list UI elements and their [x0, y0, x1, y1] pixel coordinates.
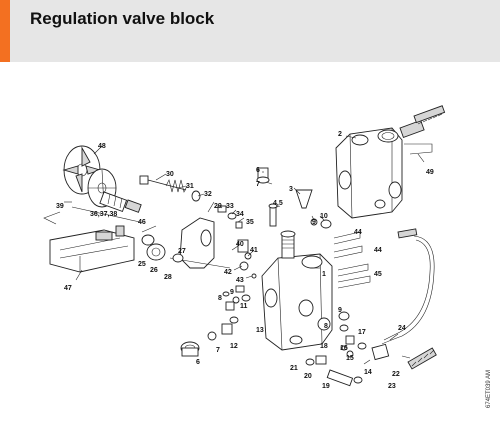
callout-11: 11: [240, 303, 248, 310]
callout-26: 26: [150, 267, 158, 274]
callout-31: 31: [186, 183, 194, 190]
part-piston-spring: [139, 175, 201, 202]
callout-8-right: 8: [324, 323, 328, 330]
callout-4-5: 4,5: [273, 200, 283, 207]
part-u-clips: [333, 231, 371, 289]
callout-21: 21: [290, 365, 298, 372]
callout-42: 42: [224, 269, 232, 276]
part-fittings-center: [217, 205, 257, 279]
callout-6-bottom: 6: [196, 359, 200, 366]
callout-45: 45: [374, 271, 382, 278]
callout-23: 23: [388, 383, 396, 390]
callout-12: 12: [230, 343, 238, 350]
callout-30: 30: [166, 171, 174, 178]
callout-28: 28: [164, 274, 172, 281]
callout-44-bottom: 44: [374, 247, 382, 254]
part-fittings-lower-right: [305, 311, 437, 387]
header-accent-strip: [0, 0, 10, 62]
callout-35: 35: [246, 219, 254, 226]
exploded-parts-diagram: 1 2 3 4,5 6 6 7 7 8 8 9 9 9 10 11 12 13 …: [43, 105, 492, 408]
callout-18: 18: [320, 343, 328, 350]
callout-40: 40: [236, 241, 244, 248]
callout-36-37-38: 36,37,38: [90, 211, 117, 218]
callout-33: 33: [226, 203, 234, 210]
callout-16: 16: [340, 345, 348, 352]
callout-17: 17: [358, 329, 366, 336]
callout-46: 46: [138, 219, 146, 226]
callout-39: 39: [56, 203, 64, 210]
callout-44-top: 44: [354, 229, 362, 236]
drawing-reference-code: 674ET039 AM: [486, 370, 492, 408]
callout-48: 48: [98, 143, 106, 150]
callout-10: 10: [320, 213, 328, 220]
callout-47: 47: [64, 285, 72, 292]
part-plug-filter-top: [256, 167, 332, 229]
callout-15: 15: [346, 355, 354, 362]
callout-2: 2: [338, 131, 342, 138]
callout-24: 24: [398, 325, 406, 332]
callout-19: 19: [322, 383, 330, 390]
callout-9-right: 9: [338, 307, 342, 314]
callout-41: 41: [250, 247, 258, 254]
callout-7-top: 7: [256, 181, 260, 188]
callout-32: 32: [204, 191, 212, 198]
part-hose-line: [381, 228, 435, 345]
callout-20: 20: [304, 373, 312, 380]
callout-34: 34: [236, 211, 244, 218]
callout-9-top: 9: [312, 219, 316, 226]
callout-6-top: 6: [256, 167, 260, 174]
part-valve-housing-main: [261, 230, 333, 351]
callout-25: 25: [138, 261, 146, 268]
callout-labels: 1 2 3 4,5 6 6 7 7 8 8 9 9 9 10 11 12 13 …: [56, 131, 434, 390]
part-fittings-left: [141, 234, 184, 263]
part-valve-housing-upper: [335, 105, 446, 219]
part-base-carrier: [43, 211, 135, 273]
callout-9-left: 9: [230, 289, 234, 296]
callout-22: 22: [392, 371, 400, 378]
callout-8-left: 8: [218, 295, 222, 302]
callout-14: 14: [364, 369, 372, 376]
header-bar: Regulation valve block: [0, 0, 500, 62]
part-fittings-lower-left: [180, 285, 251, 357]
callout-1: 1: [322, 271, 326, 278]
callout-13: 13: [256, 327, 264, 334]
callout-27: 27: [178, 248, 186, 255]
part-shaft-assembly: [71, 191, 142, 223]
page-title: Regulation valve block: [30, 9, 215, 28]
callout-29: 29: [214, 203, 222, 210]
callout-7-bottom: 7: [216, 347, 220, 354]
leader-lines: [64, 135, 425, 365]
callout-49: 49: [426, 169, 434, 176]
callout-43: 43: [236, 277, 244, 284]
part-rotating-disc: [62, 145, 117, 208]
callout-3: 3: [289, 186, 293, 193]
